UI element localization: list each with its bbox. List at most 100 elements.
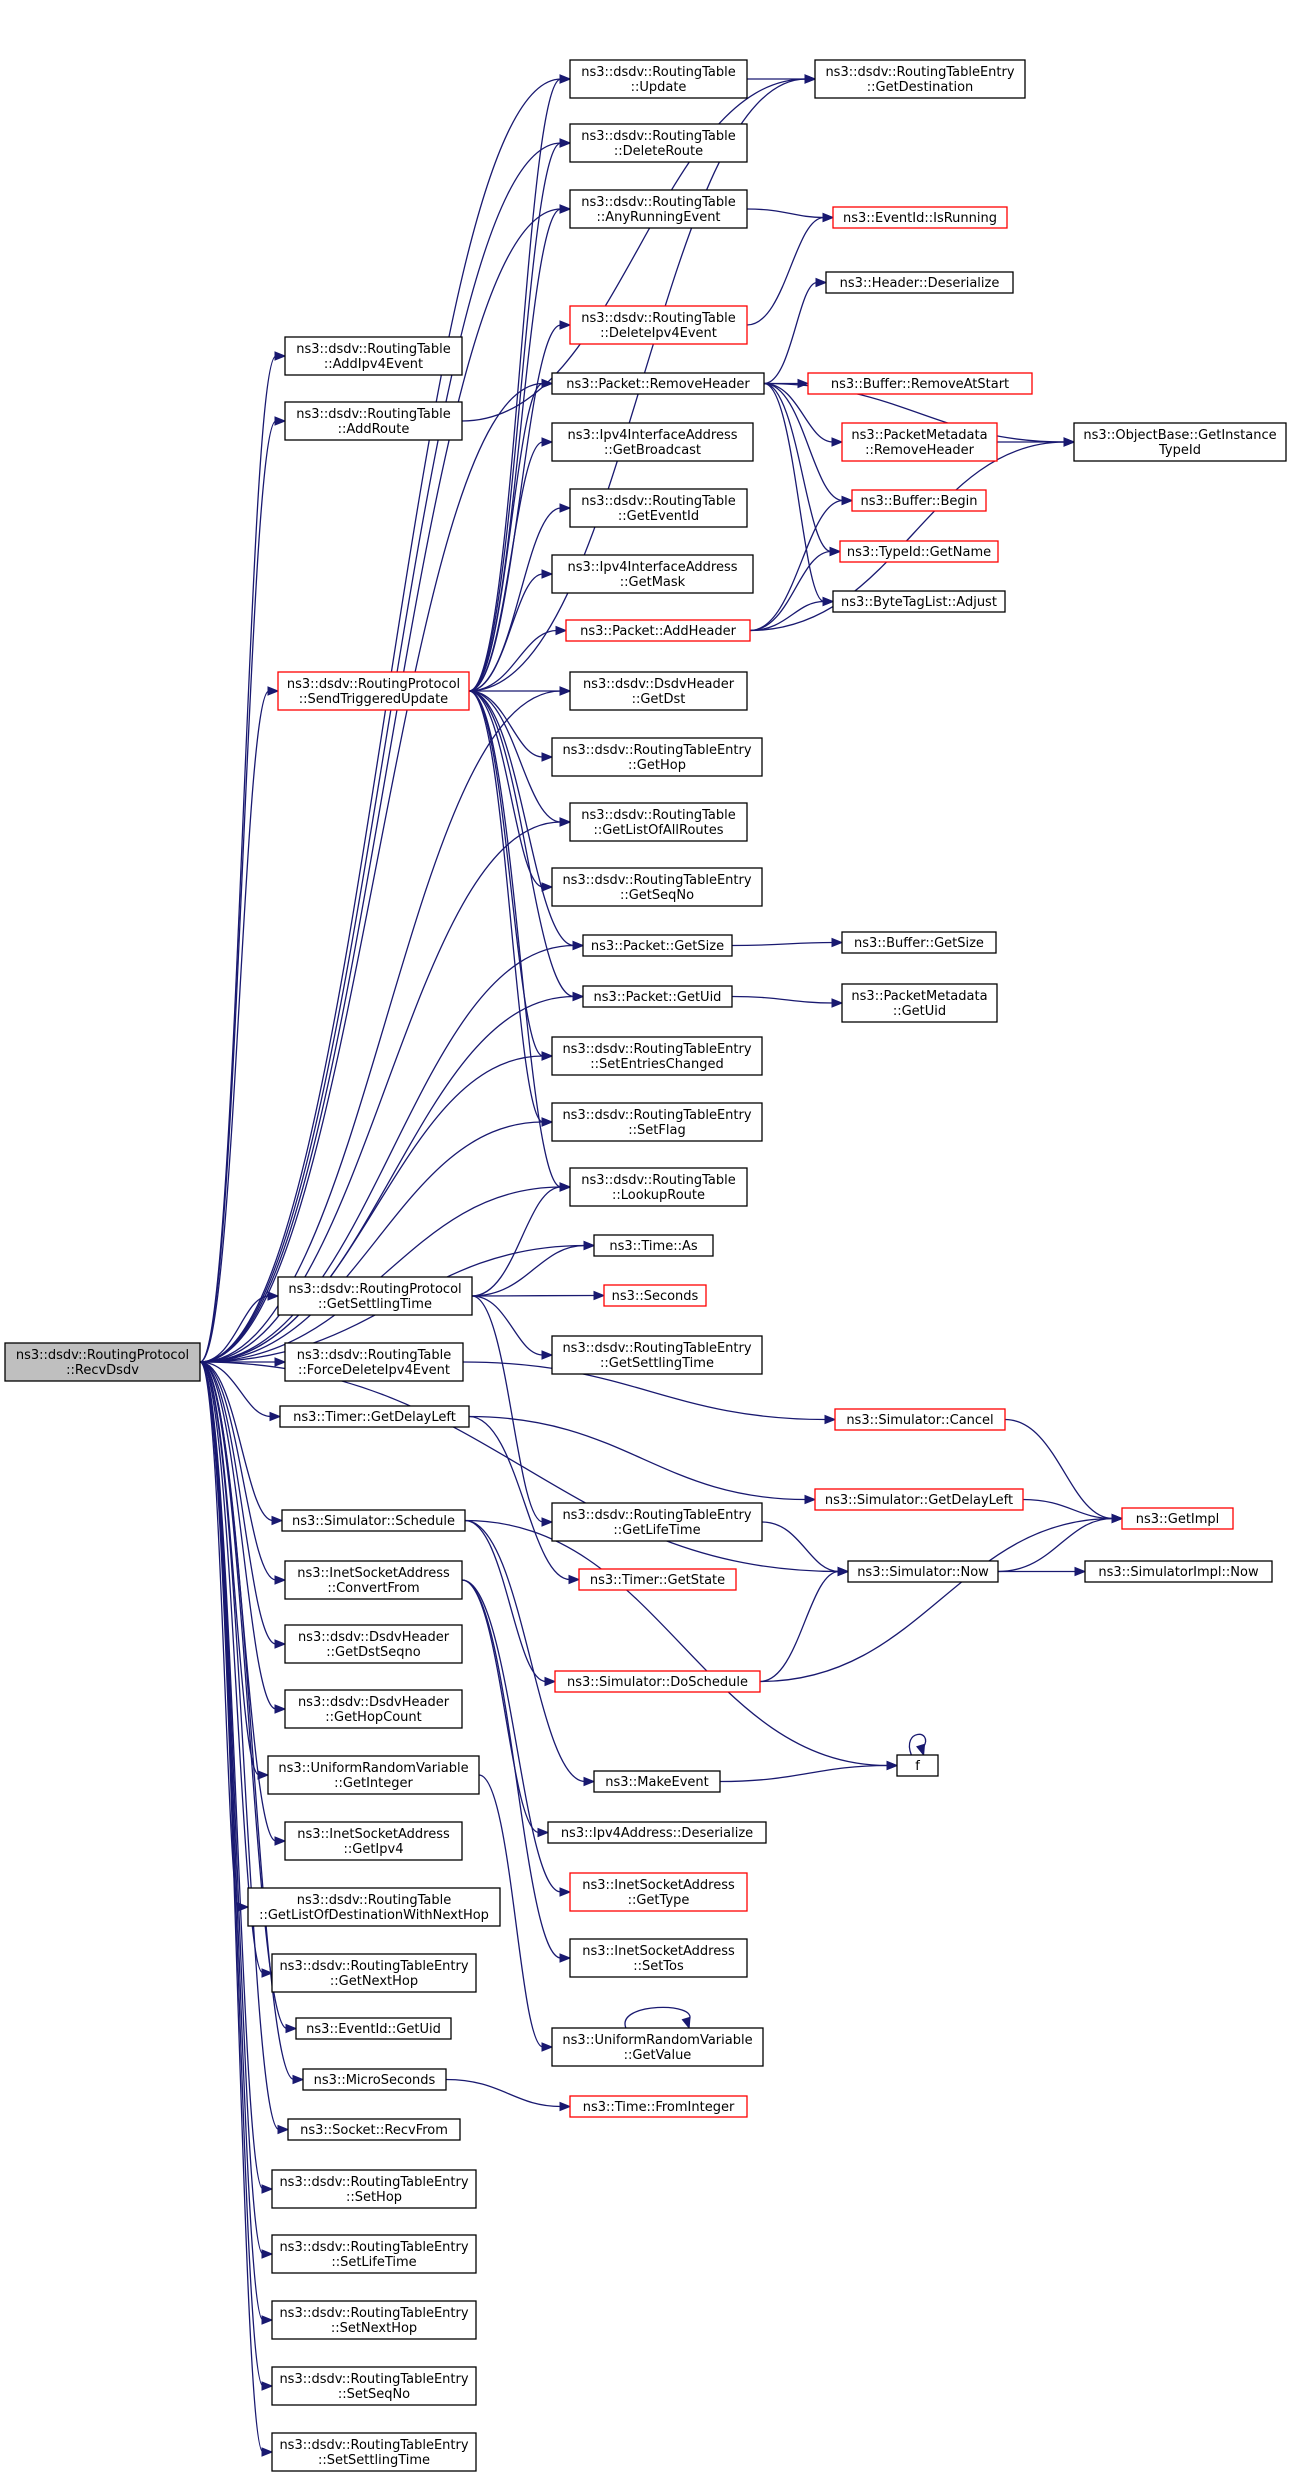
function-node-setseqno[interactable]: ns3::dsdv::RoutingTableEntry::SetSeqNo	[271, 2366, 477, 2406]
node-label: ::SetNextHop	[331, 2321, 417, 2336]
function-node-pktuid[interactable]: ns3::Packet::GetUid	[582, 985, 733, 1008]
function-node-setentries[interactable]: ns3::dsdv::RoutingTableEntry::SetEntries…	[551, 1036, 763, 1076]
node-label: ns3::Header::Deserialize	[840, 276, 1000, 291]
edge-line	[471, 1295, 544, 1523]
function-node-recv[interactable]: ns3::dsdv::RoutingProtocol::RecvDsdv	[4, 1342, 201, 1382]
function-node-lookup[interactable]: ns3::dsdv::RoutingTable::LookupRoute	[569, 1167, 748, 1207]
function-node-bytetag[interactable]: ns3::ByteTagList::Adjust	[832, 590, 1006, 613]
edge-arrowhead	[555, 625, 568, 636]
function-node-typename[interactable]: ns3::TypeId::GetName	[839, 540, 999, 563]
function-node-simimplnow[interactable]: ns3::SimulatorImpl::Now	[1084, 1560, 1273, 1583]
node-box	[832, 206, 1008, 229]
node-label: ::GetHop	[628, 758, 686, 773]
call-edge	[199, 1361, 305, 2085]
function-node-urvval[interactable]: ns3::UniformRandomVariable::GetValue	[551, 2027, 764, 2067]
node-box	[284, 401, 463, 441]
node-label: ns3::Buffer::GetSize	[854, 936, 984, 951]
function-node-timeas[interactable]: ns3::Time::As	[593, 1234, 714, 1257]
function-node-simcancel[interactable]: ns3::Simulator::Cancel	[834, 1408, 1006, 1431]
function-node-gethopcount[interactable]: ns3::dsdv::DsdvHeader::GetHopCount	[284, 1689, 463, 1729]
function-node-micro[interactable]: ns3::MicroSeconds	[302, 2068, 447, 2091]
edge-line	[461, 78, 807, 422]
function-node-rtegetdest[interactable]: ns3::dsdv::RoutingTableEntry::GetDestina…	[814, 59, 1026, 99]
function-node-fromint[interactable]: ns3::Time::FromInteger	[569, 2095, 748, 2118]
node-label: ns3::dsdv::RoutingTableEntry	[825, 65, 1014, 80]
function-node-simnow[interactable]: ns3::Simulator::Now	[847, 1560, 999, 1583]
function-node-getbroadcast[interactable]: ns3::Ipv4InterfaceAddress::GetBroadcast	[551, 422, 754, 462]
function-node-bufremove[interactable]: ns3::Buffer::RemoveAtStart	[807, 372, 1033, 395]
function-node-timerstate[interactable]: ns3::Timer::GetState	[578, 1568, 737, 1591]
function-node-sethop[interactable]: ns3::dsdv::RoutingTableEntry::SetHop	[271, 2169, 477, 2209]
function-node-fnode[interactable]: f	[896, 1754, 939, 1777]
function-node-getlistall[interactable]: ns3::dsdv::RoutingTable::GetListOfAllRou…	[569, 802, 748, 842]
function-node-deleteroute[interactable]: ns3::dsdv::RoutingTable::DeleteRoute	[569, 123, 748, 163]
function-node-addroute[interactable]: ns3::dsdv::RoutingTable::AddRoute	[284, 401, 463, 441]
edge-line	[1004, 1418, 1114, 1520]
edge-arrowhead	[261, 2184, 274, 2194]
function-node-makeevent[interactable]: ns3::MakeEvent	[593, 1770, 721, 1793]
function-node-getseqno[interactable]: ns3::dsdv::RoutingTableEntry::GetSeqNo	[551, 867, 763, 907]
function-node-timerdelay[interactable]: ns3::Timer::GetDelayLeft	[279, 1405, 470, 1428]
function-node-getsettling[interactable]: ns3::dsdv::RoutingProtocol::GetSettlingT…	[277, 1276, 473, 1316]
function-node-ipv4deser[interactable]: ns3::Ipv4Address::Deserialize	[547, 1821, 767, 1844]
call-edge	[468, 74, 572, 692]
node-label: ns3::dsdv::RoutingTable	[581, 808, 736, 823]
node-label: ns3::Simulator::Cancel	[846, 1413, 993, 1428]
function-node-bufbegin[interactable]: ns3::Buffer::Begin	[851, 489, 987, 512]
function-node-pmuid[interactable]: ns3::PacketMetadata::GetUid	[841, 983, 998, 1023]
call-edge	[763, 382, 854, 506]
node-box	[277, 671, 470, 711]
function-node-inetipv4[interactable]: ns3::InetSocketAddress::GetIpv4	[284, 1821, 463, 1861]
function-node-simsched[interactable]: ns3::Simulator::Schedule	[281, 1509, 466, 1532]
node-label: ns3::Time::As	[609, 1239, 698, 1254]
function-node-bufsize[interactable]: ns3::Buffer::GetSize	[841, 931, 997, 954]
edge-arrowhead	[831, 437, 844, 447]
function-node-setnexthop[interactable]: ns3::dsdv::RoutingTableEntry::SetNextHop	[271, 2300, 477, 2340]
function-node-removeheader[interactable]: ns3::Packet::RemoveHeader	[551, 372, 765, 395]
function-node-simdelay[interactable]: ns3::Simulator::GetDelayLeft	[814, 1488, 1024, 1511]
function-node-addipv4[interactable]: ns3::dsdv::RoutingTable::AddIpv4Event	[284, 336, 463, 376]
function-node-geteventid[interactable]: ns3::dsdv::RoutingTable::GetEventId	[569, 488, 748, 528]
function-node-setlife[interactable]: ns3::dsdv::RoutingTableEntry::SetLifeTim…	[271, 2234, 477, 2274]
function-node-seconds[interactable]: ns3::Seconds	[603, 1284, 707, 1307]
function-node-gethop[interactable]: ns3::dsdv::RoutingTableEntry::GetHop	[551, 737, 763, 777]
function-node-getdstseq[interactable]: ns3::dsdv::DsdvHeader::GetDstSeqno	[284, 1624, 463, 1664]
function-node-inettype[interactable]: ns3::InetSocketAddress::GetType	[569, 1872, 748, 1912]
function-node-setsettling[interactable]: ns3::dsdv::RoutingTableEntry::SetSettlin…	[271, 2432, 477, 2472]
function-node-update[interactable]: ns3::dsdv::RoutingTable::Update	[569, 59, 748, 99]
function-node-inetconv[interactable]: ns3::InetSocketAddress::ConvertFrom	[284, 1560, 463, 1600]
node-label: ns3::dsdv::RoutingTableEntry	[562, 1108, 751, 1123]
call-edge	[731, 937, 844, 948]
function-node-evrunning[interactable]: ns3::EventId::IsRunning	[832, 206, 1008, 229]
function-node-getnexthop[interactable]: ns3::dsdv::RoutingTableEntry::GetNextHop	[271, 1953, 477, 1993]
function-node-getimpl[interactable]: ns3::GetImpl	[1121, 1507, 1234, 1530]
node-label: ns3::dsdv::RoutingTableEntry	[562, 1042, 751, 1057]
function-node-setflag[interactable]: ns3::dsdv::RoutingTableEntry::SetFlag	[551, 1102, 763, 1142]
function-node-eventuid[interactable]: ns3::EventId::GetUid	[295, 2017, 452, 2040]
edge-arrowhead	[559, 1953, 572, 1963]
function-node-rtegetsettling[interactable]: ns3::dsdv::RoutingTableEntry::GetSettlin…	[551, 1335, 763, 1375]
edge-arrowhead	[274, 1704, 287, 1714]
function-node-pktsize[interactable]: ns3::Packet::GetSize	[582, 934, 733, 957]
function-node-pmremove[interactable]: ns3::PacketMetadata::RemoveHeader	[841, 422, 998, 462]
function-node-anyrunning[interactable]: ns3::dsdv::RoutingTable::AnyRunningEvent	[569, 189, 748, 229]
node-label: ::GetSeqNo	[620, 888, 694, 903]
function-node-urvint[interactable]: ns3::UniformRandomVariable::GetInteger	[267, 1755, 480, 1795]
node-box	[851, 489, 987, 512]
function-node-getmask[interactable]: ns3::Ipv4InterfaceAddress::GetMask	[551, 554, 754, 594]
function-node-addheader[interactable]: ns3::Packet::AddHeader	[565, 619, 751, 642]
function-node-delipv4[interactable]: ns3::dsdv::RoutingTable::DeleteIpv4Event	[569, 305, 748, 345]
function-node-hdrdeser[interactable]: ns3::Header::Deserialize	[825, 271, 1014, 294]
node-label: ::SetEntriesChanged	[590, 1057, 723, 1072]
function-node-inettos[interactable]: ns3::InetSocketAddress::SetTos	[569, 1938, 748, 1978]
function-node-recvfrom[interactable]: ns3::Socket::RecvFrom	[287, 2118, 461, 2141]
function-node-getlistdest[interactable]: ns3::dsdv::RoutingTable::GetListOfDestin…	[247, 1887, 501, 1927]
function-node-sendtrig[interactable]: ns3::dsdv::RoutingProtocol::SendTriggere…	[277, 671, 470, 711]
function-node-forcedel[interactable]: ns3::dsdv::RoutingTable::ForceDeleteIpv4…	[284, 1342, 464, 1382]
function-node-getdst[interactable]: ns3::dsdv::DsdvHeader::GetDst	[569, 671, 748, 711]
edge-line	[199, 420, 277, 1363]
call-edge	[464, 1519, 899, 1771]
function-node-rtegetlife[interactable]: ns3::dsdv::RoutingTableEntry::GetLifeTim…	[551, 1502, 763, 1542]
function-node-dosched[interactable]: ns3::Simulator::DoSchedule	[554, 1670, 761, 1693]
